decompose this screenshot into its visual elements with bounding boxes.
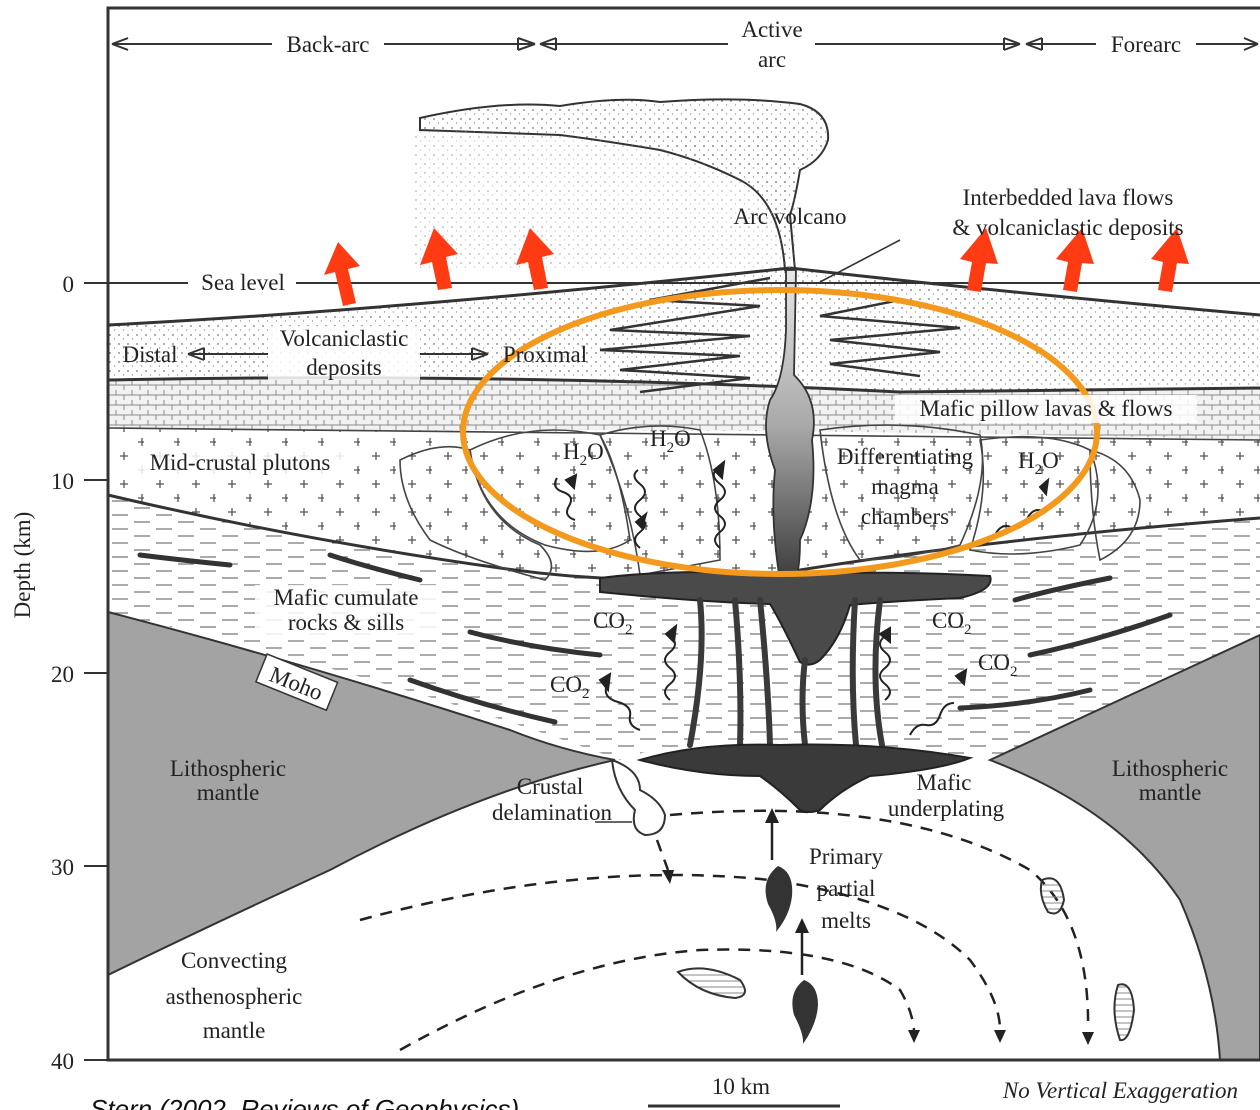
mid-crustal-label: Mid-crustal plutons (150, 450, 331, 475)
y-tick-20: 20 (51, 662, 74, 687)
delamination-drip (612, 760, 665, 835)
differentiating-label-3: chambers (861, 504, 949, 529)
interbedded-label-1: Interbedded lava flows (963, 185, 1174, 210)
crustal-delamination-label-2: delamination (492, 800, 613, 825)
y-tick-0: 0 (63, 272, 75, 297)
scale-bar-label: 10 km (712, 1074, 770, 1099)
y-axis-label: Depth (km) (10, 512, 35, 619)
litho-left-label-2: mantle (197, 780, 260, 805)
depth-axis (84, 283, 108, 1060)
mafic-underplating-label-1: Mafic (917, 770, 972, 795)
y-tick-30: 30 (51, 855, 74, 880)
uplift-arrow-icon (324, 242, 360, 306)
mafic-cumulate-label-2: rocks & sills (288, 610, 404, 635)
mafic-pillow-label: Mafic pillow lavas & flows (920, 396, 1173, 421)
primary-melts-label-1: Primary (809, 844, 884, 869)
zone-forearc: Forearc (1111, 32, 1181, 57)
mafic-cumulate-label-1: Mafic cumulate (274, 585, 419, 610)
distal-label: Distal (123, 342, 178, 367)
volcaniclastic-label-1: Volcaniclastic (280, 326, 409, 351)
primary-melts-label-2: partial (817, 876, 876, 901)
differentiating-label-2: magma (871, 474, 939, 499)
zone-arrows (112, 38, 1258, 50)
litho-left-label-1: Lithospheric (170, 756, 286, 781)
convection-arrows (360, 811, 1094, 1050)
arc-volcano-label: Arc volcano (733, 204, 846, 229)
interbedded-label-2: & volcaniclastic deposits (952, 215, 1183, 240)
differentiating-label-1: Differentiating (837, 444, 974, 469)
no-vertical-exaggeration: No Vertical Exaggeration (1002, 1078, 1238, 1103)
primary-melts-label-3: melts (821, 908, 871, 933)
crustal-delamination-label-1: Crustal (517, 774, 583, 799)
litho-right-label-1: Lithospheric (1112, 756, 1228, 781)
zone-active-arc-2: arc (758, 47, 786, 72)
citation: Stern (2002, Reviews of Geophysics) (90, 1094, 519, 1110)
y-tick-10: 10 (51, 469, 74, 494)
mafic-underplating-label-2: underplating (888, 796, 1005, 821)
convecting-label-2: asthenospheric (166, 984, 303, 1009)
litho-right-label-2: mantle (1139, 780, 1202, 805)
convecting-label-1: Convecting (181, 948, 288, 973)
convecting-label-3: mantle (203, 1018, 266, 1043)
zone-back-arc: Back-arc (287, 32, 370, 57)
sea-level-label: Sea level (201, 270, 285, 295)
volcaniclastic-label-2: deposits (306, 355, 381, 380)
mantle-xenoliths (678, 878, 1134, 1040)
proximal-label: Proximal (503, 342, 587, 367)
zone-active-arc-1: Active (741, 17, 802, 42)
ash-fall (415, 130, 795, 270)
y-tick-40: 40 (51, 1049, 74, 1074)
